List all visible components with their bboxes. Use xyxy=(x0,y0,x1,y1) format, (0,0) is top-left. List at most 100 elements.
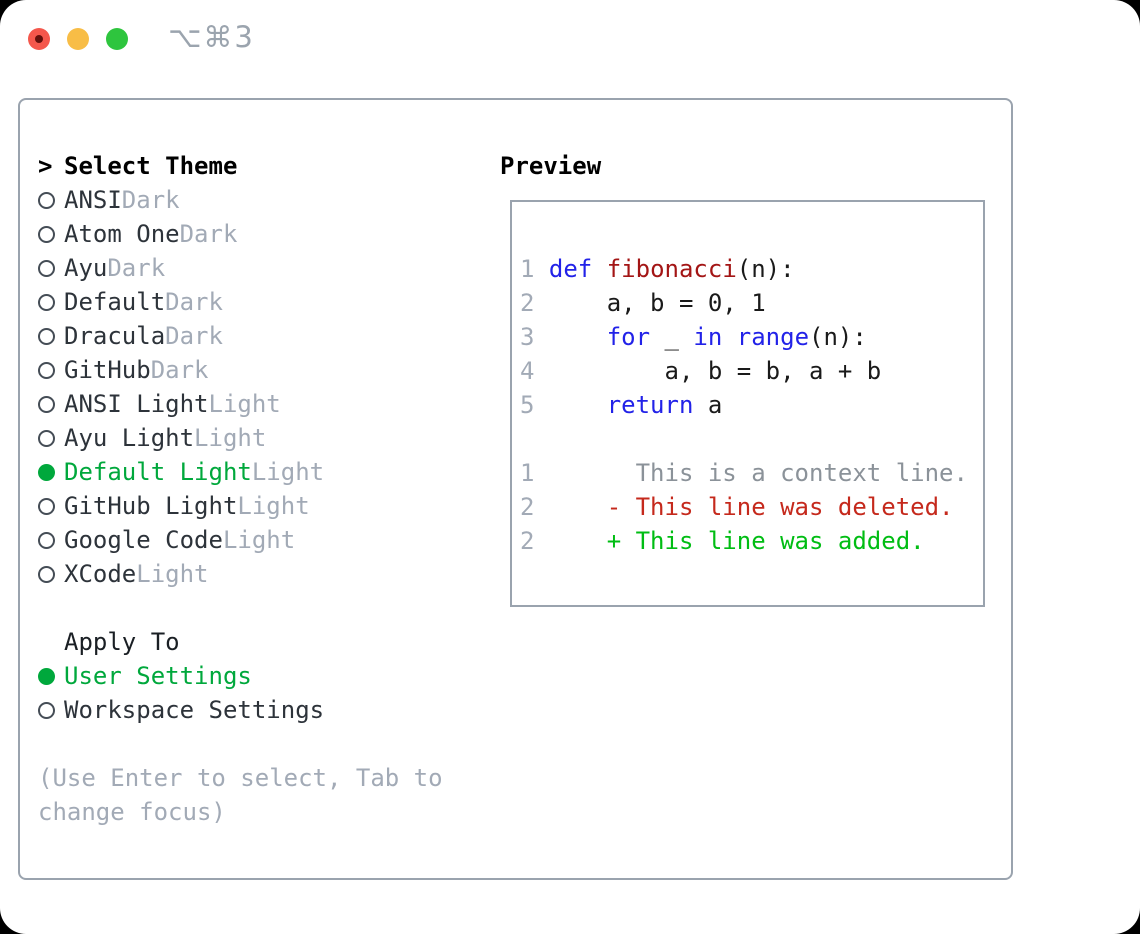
line-number: 2 xyxy=(520,493,535,521)
radio-unselected-icon xyxy=(38,701,64,719)
apply-option[interactable]: User Settings xyxy=(38,659,443,693)
diff-text: - This line was deleted. xyxy=(548,493,954,521)
preview-title: Preview xyxy=(500,152,602,180)
help-text-line-2: change focus) xyxy=(38,798,226,826)
theme-option[interactable]: ANSI Light Light xyxy=(38,387,443,421)
theme-name-label: ANSI xyxy=(64,186,122,214)
radio-unselected-icon xyxy=(38,497,64,515)
blank-line xyxy=(520,422,983,456)
theme-variant-label: Dark xyxy=(179,220,238,248)
code-token: return xyxy=(606,391,694,419)
apply-option[interactable]: Workspace Settings xyxy=(38,693,443,727)
close-button[interactable] xyxy=(28,28,50,50)
theme-name-label: Atom One xyxy=(64,220,180,248)
radio-unselected-icon xyxy=(38,259,64,277)
code-line: 4 a, b = b, a + b xyxy=(520,354,983,388)
radio-unselected-icon xyxy=(38,395,64,413)
code-line: 3 for _ in range(n): xyxy=(520,320,983,354)
apply-to-header: Apply To xyxy=(38,625,443,659)
line-number: 5 xyxy=(520,391,535,419)
theme-variant-label: Light xyxy=(136,560,209,588)
line-number: 1 xyxy=(520,459,535,487)
theme-option[interactable]: Google Code Light xyxy=(38,523,443,557)
theme-variant-label: Dark xyxy=(107,254,166,282)
apply-option-label: Workspace Settings xyxy=(64,696,325,724)
theme-option[interactable]: Ayu Dark xyxy=(38,251,443,285)
theme-name-label: Ayu xyxy=(64,254,108,282)
spacer xyxy=(38,727,443,761)
theme-option[interactable]: GitHub Light Light xyxy=(38,489,443,523)
minimize-button[interactable] xyxy=(67,28,89,50)
theme-variant-label: Light xyxy=(222,526,296,554)
settings-panel xyxy=(18,98,1013,880)
diff-line: 2 + This line was added. xyxy=(520,524,983,558)
theme-option[interactable]: ANSI Dark xyxy=(38,183,443,217)
theme-name-label: GitHub Light xyxy=(64,492,238,520)
theme-option[interactable]: GitHub Dark xyxy=(38,353,443,387)
radio-selected-icon xyxy=(38,463,64,481)
theme-variant-label: Light xyxy=(208,390,281,418)
code-token: range xyxy=(736,323,810,351)
theme-option[interactable]: Default Light Light xyxy=(38,455,443,489)
code-token: def xyxy=(548,255,593,283)
code-token: (n): xyxy=(809,323,867,351)
help-text-line-1: (Use Enter to select, Tab to xyxy=(38,764,443,792)
theme-variant-label: Dark xyxy=(165,288,223,316)
code-token: in xyxy=(693,323,723,351)
theme-option[interactable]: XCode Light xyxy=(38,557,443,591)
theme-name-label: Default Light xyxy=(64,458,252,486)
code-token: a xyxy=(693,391,723,419)
code-token: _ xyxy=(650,323,694,351)
zoom-button[interactable] xyxy=(106,28,128,50)
line-number: 2 xyxy=(520,289,535,317)
line-number: 3 xyxy=(520,323,535,351)
theme-option[interactable]: Dracula Dark xyxy=(38,319,443,353)
theme-option[interactable]: Ayu Light Light xyxy=(38,421,443,455)
focus-cursor-icon: > xyxy=(38,152,53,180)
code-token xyxy=(549,323,607,351)
code-line: 1 def fibonacci(n): xyxy=(520,252,983,286)
line-number: 4 xyxy=(520,357,535,385)
radio-unselected-icon xyxy=(38,429,64,447)
radio-selected-icon xyxy=(38,667,64,685)
theme-variant-label: Dark xyxy=(165,322,223,350)
theme-list-title: Select Theme xyxy=(64,152,238,180)
code-token: fibonacci xyxy=(606,255,737,283)
code-token: (n): xyxy=(736,255,795,283)
code-token: for xyxy=(606,323,651,351)
radio-unselected-icon xyxy=(38,191,64,209)
spacer xyxy=(38,591,443,625)
diff-line: 1 This is a context line. xyxy=(520,456,983,490)
diff-line: 2 - This line was deleted. xyxy=(520,490,983,524)
radio-unselected-icon xyxy=(38,565,64,583)
radio-unselected-icon xyxy=(38,531,64,549)
theme-name-label: Dracula xyxy=(64,322,166,350)
theme-list-header: > Select Theme xyxy=(38,149,443,183)
apply-option-label: User Settings xyxy=(64,662,252,690)
radio-unselected-icon xyxy=(38,225,64,243)
theme-variant-label: Light xyxy=(251,458,325,486)
theme-option[interactable]: Default Dark xyxy=(38,285,443,319)
theme-name-label: ANSI Light xyxy=(64,390,209,418)
theme-option[interactable]: Atom One Dark xyxy=(38,217,443,251)
code-token xyxy=(722,323,736,351)
theme-variant-label: Light xyxy=(194,424,267,452)
code-line: 5 return a xyxy=(520,388,983,422)
theme-name-label: GitHub xyxy=(64,356,151,384)
line-number: 1 xyxy=(520,255,535,283)
radio-unselected-icon xyxy=(38,361,64,379)
theme-name-label: Google Code xyxy=(64,526,223,554)
radio-unselected-icon xyxy=(38,293,64,311)
line-number: 2 xyxy=(520,527,535,555)
diff-text: + This line was added. xyxy=(548,527,925,555)
theme-name-label: Default xyxy=(64,288,166,316)
theme-variant-label: Dark xyxy=(121,186,180,214)
code-token xyxy=(549,391,607,419)
theme-variant-label: Light xyxy=(237,492,310,520)
titlebar xyxy=(28,28,128,50)
